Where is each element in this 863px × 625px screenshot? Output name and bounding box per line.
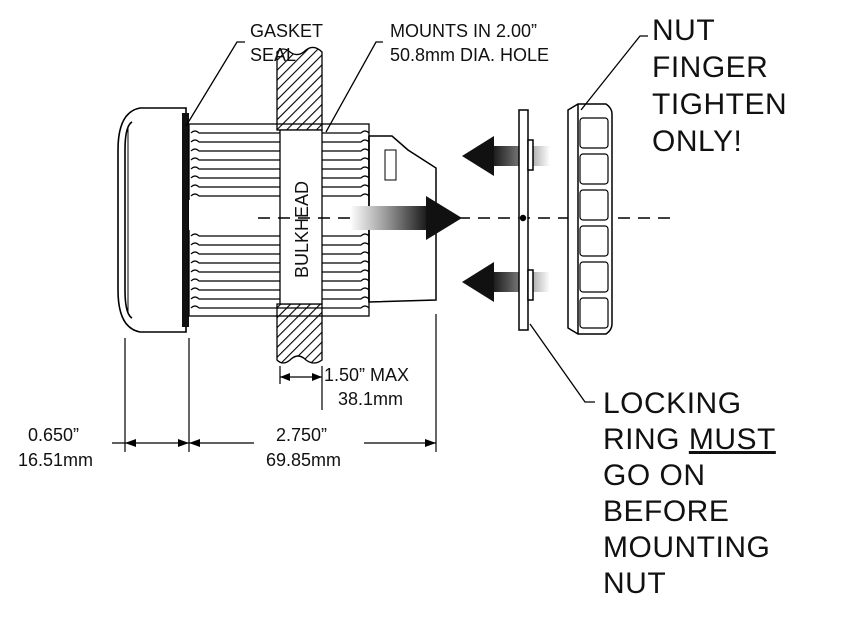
locking-ring-label-line4: BEFORE bbox=[603, 495, 730, 528]
locking-ring bbox=[518, 109, 534, 331]
nut-rib bbox=[579, 225, 609, 257]
bulkhead-label: BULKHEAD bbox=[292, 181, 312, 278]
dimension-lines bbox=[112, 314, 437, 452]
leader-lines bbox=[185, 35, 648, 403]
locking-ring-label-line3: GO ON bbox=[603, 459, 706, 492]
locking-ring-label-line5: MOUNTING bbox=[603, 531, 771, 564]
tighten-arrow-upper bbox=[462, 136, 550, 176]
nut-rib bbox=[579, 261, 609, 293]
nut-label-line4: ONLY! bbox=[652, 125, 743, 158]
body-length-dim: 2.750” bbox=[276, 425, 328, 445]
gasket-label-line2: SEAL bbox=[250, 45, 297, 65]
locking-ring-label-line2: RING MUST bbox=[603, 425, 776, 455]
threaded-body bbox=[188, 123, 370, 317]
locking-ring-label-line6: NUT bbox=[603, 567, 667, 600]
mounting-nut bbox=[567, 103, 613, 335]
locking-ring-label-must: MUST bbox=[688, 423, 776, 456]
nut-rib bbox=[579, 189, 609, 221]
gauge-bezel bbox=[117, 107, 187, 333]
nut-rib bbox=[579, 117, 609, 149]
nut-label-line2: FINGER bbox=[652, 51, 769, 84]
locking-ring-label-line1: LOCKING bbox=[603, 387, 742, 420]
gasket-seal bbox=[182, 113, 189, 327]
bulkhead-panel bbox=[276, 46, 323, 364]
mounts-label-line2: 50.8mm DIA. HOLE bbox=[390, 45, 550, 65]
bulkhead-max-dim-mm: 38.1mm bbox=[338, 389, 404, 409]
gasket-label-line1: GASKET bbox=[250, 21, 324, 41]
insert-arrow bbox=[350, 196, 462, 240]
bezel-depth-dim: 0.650” bbox=[28, 425, 80, 445]
nut-rib bbox=[579, 153, 609, 185]
nut-label-line1: NUT bbox=[652, 14, 716, 47]
nut-rib bbox=[579, 297, 609, 329]
bulkhead-max-dim: 1.50” MAX bbox=[324, 365, 410, 385]
body-length-dim-mm: 69.85mm bbox=[266, 450, 342, 470]
bezel-depth-dim-mm: 16.51mm bbox=[18, 450, 94, 470]
locking-ring-label-line2-pre: RING bbox=[603, 423, 689, 456]
mounts-label-line1: MOUNTS IN 2.00” bbox=[390, 21, 538, 41]
tighten-arrow-lower bbox=[462, 262, 550, 302]
nut-label-line3: TIGHTEN bbox=[652, 88, 788, 121]
